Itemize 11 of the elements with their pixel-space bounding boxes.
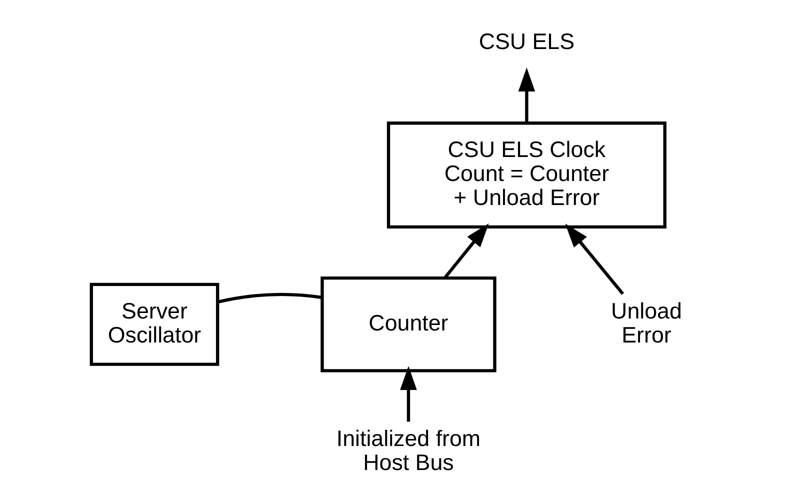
- connector: [218, 292, 322, 304]
- node-text: Initialized from Host Bus: [336, 426, 481, 476]
- node-box: CSU ELS Clock Count = Counter + Unload Error: [386, 122, 666, 229]
- arrow: [565, 224, 624, 295]
- arrow: [518, 68, 536, 123]
- arrow: [444, 223, 489, 278]
- node-box: Server Oscillator: [90, 282, 220, 366]
- node-box: Counter: [320, 276, 496, 372]
- arrow: [400, 366, 417, 422]
- node-text: CSU ELS: [478, 29, 575, 54]
- node-text: Unload Error: [611, 298, 682, 348]
